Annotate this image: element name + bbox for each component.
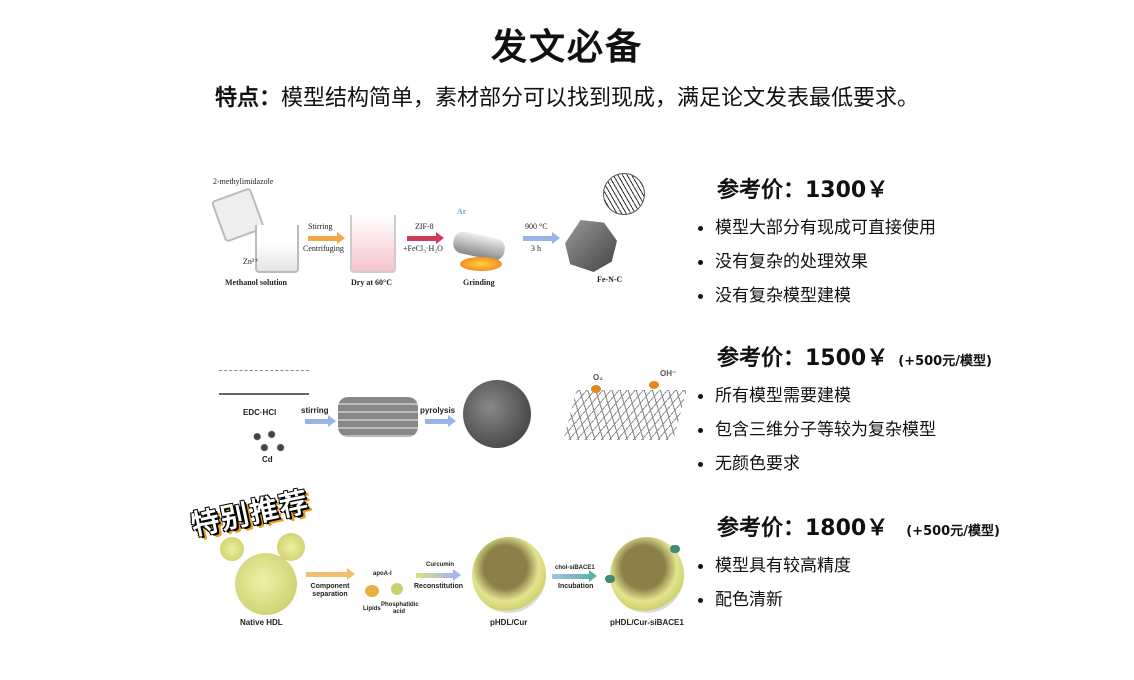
list-item: 模型具有较高精度 (695, 549, 851, 583)
page-title: 发文必备 (490, 27, 643, 68)
polyhedron-icon (565, 220, 617, 272)
atom-dots-icon (250, 430, 286, 452)
flame-icon (460, 257, 502, 271)
arrow-icon (552, 570, 597, 582)
porous-sphere-icon (463, 380, 531, 448)
features-line: 特点：模型结构简单，素材部分可以找到现成，满足论文发表最低要求。 (215, 80, 919, 112)
figure-label: pHDL/Cur (490, 618, 528, 627)
figure-label: Fe-N-C (597, 275, 623, 284)
figure-label: Lipids (363, 606, 381, 612)
arrow-icon (407, 232, 444, 244)
hdl-sphere-icon (235, 553, 297, 615)
molecule-icon (219, 370, 309, 395)
graphene-zoom-icon (603, 173, 645, 215)
figure-label: Native HDL (240, 618, 283, 627)
figure-label: Phosphatidic acid (381, 602, 419, 615)
orange-particle-icon (591, 385, 601, 393)
figure-label: Reconstitution (414, 583, 463, 590)
figure-cd-pyrolysis: EDC·HCl Cd stirring pyrolysis O₂ OH⁻ (205, 345, 687, 470)
feature-list: 模型具有较高精度 配色清新 (695, 549, 851, 617)
figure-label: stirring (301, 406, 329, 415)
lipid-icon (365, 585, 379, 597)
figure-label: Stirring (308, 222, 333, 231)
small-sphere-icon (220, 537, 244, 561)
figure-label: Methanol solution (225, 278, 288, 287)
figure-label: O₂ (593, 373, 603, 382)
arrow-icon (306, 568, 355, 580)
figure-label: ZIF-8 (415, 222, 434, 231)
features-text: 模型结构简单，素材部分可以找到现成，满足论文发表最低要求。 (281, 86, 920, 111)
list-item: 所有模型需要建模 (695, 379, 936, 413)
layered-sheets-icon (338, 397, 418, 437)
price-label: 参考价：1800￥ (+500元/模型) (717, 510, 1000, 542)
features-label: 特点： (215, 86, 282, 111)
figure-label: chol-siBACE1 (555, 565, 595, 571)
figure-label: 900 °C (525, 222, 548, 231)
phosphatidic-acid-icon (391, 583, 403, 595)
price-text: 参考价：1800￥ (717, 516, 889, 541)
list-item: 无颜色要求 (695, 447, 936, 481)
figure-label: +FeCl₃·H₂O (403, 244, 443, 253)
price-label: 参考价：1500￥ (+500元/模型) (717, 340, 992, 372)
price-text: 参考价：1300￥ (717, 178, 889, 203)
arrow-icon (305, 415, 336, 427)
figure-label: EDC·HCl (243, 408, 277, 417)
list-item: 包含三维分子等较为复杂模型 (695, 413, 936, 447)
price-extra: (+500元/模型) (906, 524, 1000, 539)
price-extra: (+500元/模型) (898, 354, 992, 369)
figure-label: Cd (262, 455, 273, 464)
figure-label: Ar (457, 207, 467, 216)
orange-particle-icon (649, 381, 659, 389)
price-text: 参考价：1500￥ (717, 346, 889, 371)
figure-fe-n-c-synthesis: 2-methylimidazole Zn²⁺ Methanol solution… (205, 165, 685, 295)
figure-label: apoA-I (373, 571, 392, 577)
figure-hdl-reconstitution: Native HDL Component separation apoA-I L… (180, 475, 700, 635)
figure-label: OH⁻ (660, 369, 677, 378)
figure-label: Incubation (558, 583, 594, 590)
arrow-icon (416, 569, 461, 581)
figure-label: 2-methylimidazole (213, 177, 274, 186)
figure-label: Centrifuging (303, 244, 344, 253)
list-item: 模型大部分有现成可直接使用 (695, 211, 936, 245)
figure-label: Curcumin (426, 562, 455, 568)
figure-label: Component separation (310, 583, 350, 598)
beaker-icon (350, 215, 396, 273)
sirna-icon (670, 545, 680, 553)
figure-label: Grinding (463, 278, 495, 287)
list-item: 没有复杂的处理效果 (695, 245, 936, 279)
figure-label: 3 h (531, 244, 541, 253)
pHDL-cur-particle-icon (472, 537, 546, 613)
arrow-icon (308, 232, 345, 244)
feature-list: 模型大部分有现成可直接使用 没有复杂的处理效果 没有复杂模型建模 (695, 211, 936, 313)
graphene-sheet-icon (563, 390, 687, 440)
sirna-icon (605, 575, 615, 583)
figure-label: Zn²⁺ (243, 257, 259, 266)
arrow-icon (523, 232, 560, 244)
arrow-icon (425, 415, 456, 427)
list-item: 配色清新 (695, 583, 851, 617)
figure-label: pHDL/Cur-siBACE1 (610, 618, 684, 627)
feature-list: 所有模型需要建模 包含三维分子等较为复杂模型 无颜色要求 (695, 379, 936, 481)
price-label: 参考价：1300￥ (717, 172, 898, 204)
list-item: 没有复杂模型建模 (695, 279, 936, 313)
figure-label: pyrolysis (420, 406, 456, 415)
beaker-icon (255, 225, 299, 273)
figure-label: Dry at 60°C (351, 278, 392, 287)
